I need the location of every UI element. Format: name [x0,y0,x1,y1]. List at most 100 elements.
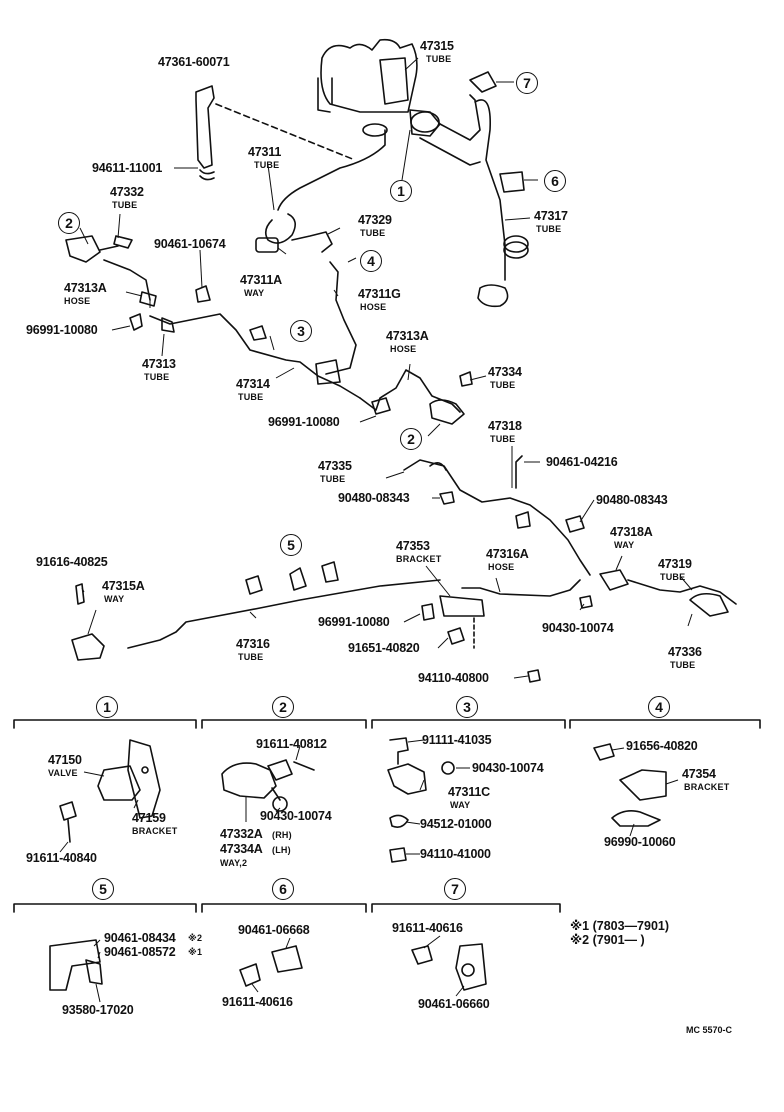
part-47315-type: TUBE [426,54,452,64]
clip-7 [455,943,487,991]
detail2-47332a: 47332A [220,827,263,841]
part-47334: 47334 [488,365,522,379]
section-4-header: 4 [648,696,670,718]
tube-47317 [439,94,506,281]
detail7-91611-40616: 91611-40616 [392,921,463,935]
part-47315a-type: WAY [104,594,125,604]
part-47334-type: TUBE [490,380,516,390]
clip-6 [271,945,303,973]
footnote-1: ※1 (7803—7901) [570,919,670,933]
part-47319-type: TUBE [660,572,686,582]
callout-6: 6 [544,170,566,192]
bracket-47354 [619,769,667,801]
part-47316: 47316 [236,637,270,651]
detail4-91656-40820: 91656-40820 [626,739,698,753]
part-47316-type: TUBE [238,652,264,662]
way-47311c [387,763,427,795]
section-7-header: 7 [444,878,466,900]
detail6-91611-40616: 91611-40616 [222,995,293,1009]
detail3-47311c: 47311C [448,785,490,799]
part-47316a: 47316A [486,547,529,561]
part-47361-60071: 47361-60071 [158,55,230,69]
detail2-47334a: 47334A [220,842,263,856]
part-47311g: 47311G [358,287,401,301]
part-47317: 47317 [534,209,568,223]
callout-1: 1 [390,180,412,202]
part-94110-40800: 94110-40800 [418,671,489,685]
callout-4: 4 [360,250,382,272]
part-90461-04216: 90461-04216 [546,455,618,469]
detail2-47332a-suffix: (RH) [272,830,292,840]
section-bracket-5 [13,903,197,913]
detail2-90430-10074: 90430-10074 [260,809,332,823]
part-47332-type: TUBE [112,200,138,210]
part-47314: 47314 [236,377,270,391]
part-47329-type: TUBE [360,228,386,238]
drawing-code: MC 5570-C [686,1025,733,1035]
part-47311a-type: WAY [244,288,265,298]
detail2-91611-40812: 91611-40812 [256,737,327,751]
section-bracket-7 [371,903,561,913]
part-47329: 47329 [358,213,392,227]
section-bracket-2 [201,719,367,729]
part-96991-10080-a: 96991-10080 [26,323,98,337]
detail3-91111-41035: 91111-41035 [422,733,492,747]
detail5-90461-08572: 90461-08572 [104,945,176,959]
part-47316a-type: HOSE [488,562,515,572]
way-47332a [221,762,277,799]
part-47319: 47319 [658,557,692,571]
callout-5: 5 [280,534,302,556]
part-47311-type: TUBE [254,160,280,170]
footnote-2: ※2 (7901— ) [570,933,645,947]
detail4-47354: 47354 [682,767,716,781]
detail6-90461-06668: 90461-06668 [238,923,310,937]
callout-7: 7 [516,72,538,94]
part-90461-10674: 90461-10674 [154,237,226,251]
detail1-47159-type: BRACKET [132,826,178,836]
detail1-47150: 47150 [48,753,82,767]
bracket-47353 [439,595,485,617]
part-90430-10074-a: 90430-10074 [542,621,614,635]
part-47313a-right: 47313A [386,329,429,343]
detail4-96990-10060: 96990-10060 [604,835,676,849]
tube-47318 [403,459,591,576]
detail5-93580-17020: 93580-17020 [62,1003,134,1017]
part-96991-10080-c: 96991-10080 [318,615,390,629]
part-47314-type: TUBE [238,392,264,402]
bracket-47159 [127,739,161,819]
part-47336: 47336 [668,645,702,659]
part-47313a-left: 47313A [64,281,107,295]
section-1-header: 1 [96,696,118,718]
part-47318a: 47318A [610,525,653,539]
section-2-header: 2 [272,696,294,718]
section-3-header: 3 [456,696,478,718]
part-91616-40825: 91616-40825 [36,555,108,569]
callout-3: 3 [290,320,312,342]
detail3-47311c-type: WAY [450,800,471,810]
tube-47311 [264,129,386,244]
detail2-47334a-suffix: (LH) [272,845,291,855]
valve-47150 [97,765,141,801]
section-bracket-1 [13,719,197,729]
part-47353: 47353 [396,539,430,553]
detail7-90461-06660: 90461-06660 [418,997,490,1011]
part-90480-08343-b: 90480-08343 [596,493,668,507]
tube-47313 [149,313,361,399]
part-47311: 47311 [248,145,282,159]
part-90480-08343-a: 90480-08343 [338,491,410,505]
detail2-way2: WAY,2 [220,858,248,868]
detail5-mark2: ※2 [188,933,203,943]
tube-47316 [127,579,441,649]
section-bracket-3 [371,719,566,729]
detail3-90430-10074: 90430-10074 [472,761,544,775]
bracket-5 [49,939,101,991]
part-47311g-type: HOSE [360,302,387,312]
part-47336-type: TUBE [670,660,696,670]
part-47335: 47335 [318,459,352,473]
part-94611-11001: 94611-11001 [92,161,163,175]
detail5-mark1: ※1 [188,947,203,957]
part-47313-type: TUBE [144,372,170,382]
part-47318-type: TUBE [490,434,516,444]
detail3-94512-01000: 94512-01000 [420,817,492,831]
